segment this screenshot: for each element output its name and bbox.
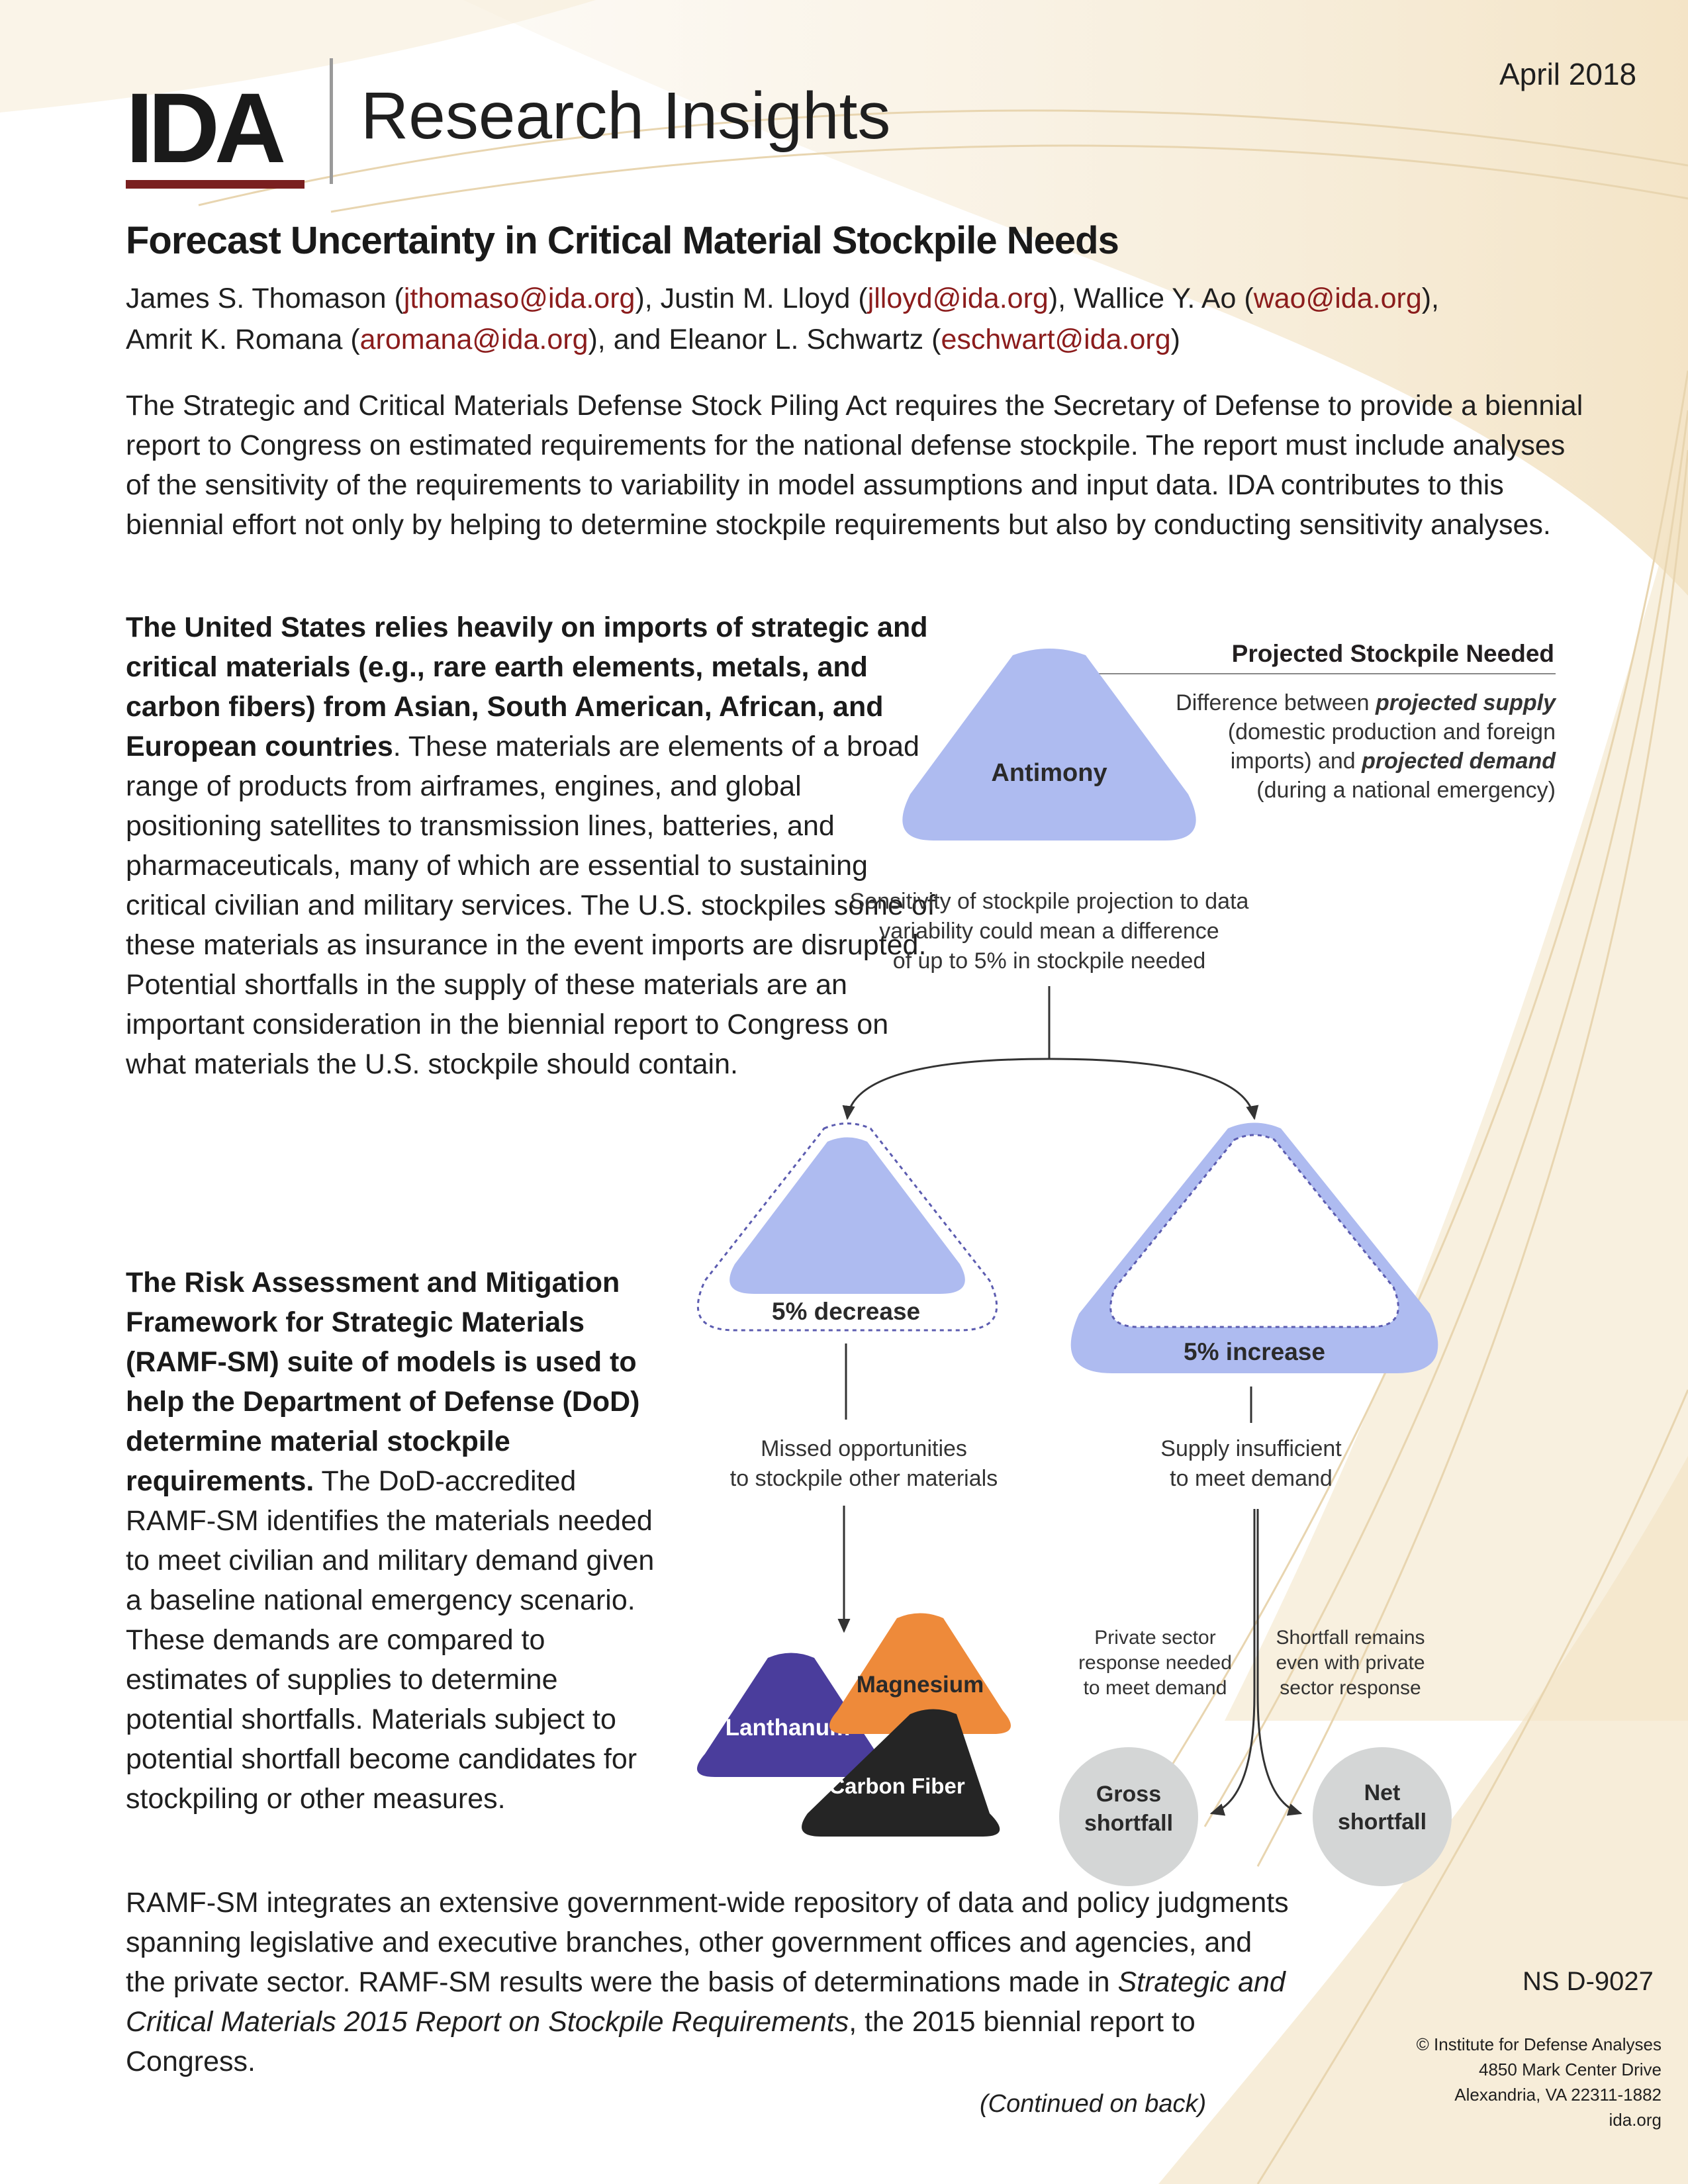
continued-note: (Continued on back) (980, 2090, 1207, 2118)
increase-label: 5% increase (1184, 1338, 1325, 1365)
document-code: NS D-9027 (1523, 1967, 1654, 1996)
report-title: Strategic and Critical Materials 2015 Re… (126, 1966, 1286, 2038)
sensitivity-text: variability could mean a difference (879, 919, 1219, 944)
magnesium-label: Magnesium (857, 1672, 984, 1698)
intro-paragraph: The Strategic and Critical Materials Def… (126, 390, 1583, 541)
address-line: © Institute for Defense Analyses (1416, 2034, 1662, 2054)
antimony-label: Antimony (991, 759, 1107, 787)
author-email-link[interactable]: wao@ida.org (1253, 283, 1422, 314)
series-title: Research Insights (361, 79, 891, 153)
decrease-label: 5% decrease (772, 1298, 920, 1325)
lanthanum-triangle (697, 1653, 885, 1777)
author-text: ), (1421, 283, 1440, 314)
net-shortfall-label: Net (1364, 1780, 1401, 1805)
net-arrow (1256, 1509, 1303, 1816)
address-line: 4850 Mark Center Drive (1479, 2060, 1662, 2079)
carbon-fiber-triangle (802, 1709, 1000, 1837)
author-text: ), Justin M. Lloyd ( (635, 283, 868, 314)
author-text: James S. Thomason ( (126, 283, 404, 314)
paragraph-lead: The Risk Assessment and Mitigation Frame… (126, 1267, 640, 1497)
legend-line: Difference between projected supply (1176, 690, 1557, 715)
legend-line: imports) and projected demand (1231, 749, 1556, 774)
website-link[interactable]: ida.org (1609, 2110, 1662, 2130)
sensitivity-text: of up to 5% in stockpile needed (893, 948, 1206, 974)
paragraph-text: RAMF-SM integrates an extensive governme… (126, 1887, 1289, 1998)
missed-text: to stockpile other materials (730, 1466, 998, 1491)
author-list: James S. Thomason (jthomaso@ida.org), Ju… (126, 278, 1549, 360)
body-paragraph-ramf: The Risk Assessment and Mitigation Frame… (126, 1263, 669, 1819)
shortfall-remains-text: sector response (1280, 1677, 1421, 1699)
publisher-address: © Institute for Defense Analyses 4850 Ma… (1377, 2032, 1662, 2132)
author-text: ), and Eleanor L. Schwartz ( (588, 324, 941, 355)
body-paragraph-integration: RAMF-SM integrates an extensive governme… (126, 1883, 1291, 2081)
author-text: ) (1170, 324, 1180, 355)
address-line: Alexandria, VA 22311-1882 (1454, 2085, 1662, 2105)
paragraph-text: . These materials are elements of a broa… (126, 731, 935, 1080)
net-shortfall-label: shortfall (1338, 1809, 1427, 1835)
gross-shortfall-circle (1059, 1747, 1198, 1886)
carbon-fiber-label: Carbon Fiber (829, 1774, 965, 1798)
legend-line: (domestic production and foreign (1228, 719, 1556, 745)
author-email-link[interactable]: jlloyd@ida.org (867, 283, 1049, 314)
net-shortfall-circle (1313, 1747, 1452, 1886)
article-title: Forecast Uncertainty in Critical Materia… (126, 219, 1119, 262)
antimony-triangle (902, 649, 1196, 841)
ida-logo: IDA (126, 78, 305, 189)
body-paragraph-imports: The United States relies heavily on impo… (126, 608, 940, 1084)
author-email-link[interactable]: jthomaso@ida.org (403, 283, 635, 314)
branch-arrow-right (1049, 1058, 1259, 1120)
logo-text: IDA (126, 72, 286, 183)
legend-title: Projected Stockpile Needed (1232, 640, 1554, 667)
author-text: Amrit K. Romana ( (126, 324, 360, 355)
gross-shortfall-label: Gross (1096, 1782, 1161, 1807)
private-sector-text: to meet demand (1084, 1677, 1227, 1699)
legend-line: (during a national emergency) (1256, 778, 1556, 803)
gross-shortfall-label: shortfall (1084, 1811, 1173, 1836)
logo-underline (126, 180, 305, 189)
private-sector-text: response needed (1078, 1652, 1232, 1674)
private-sector-text: Private sector (1094, 1627, 1215, 1649)
shortfall-remains-text: even with private (1276, 1652, 1425, 1674)
paragraph-text: The DoD-accredited RAMF-SM identifies th… (126, 1465, 655, 1815)
paragraph-lead: The United States relies heavily on impo… (126, 612, 928, 762)
header-divider (330, 58, 333, 184)
publication-date: April 2018 (1499, 57, 1637, 91)
supply-text: to meet demand (1170, 1466, 1333, 1491)
missed-text: Missed opportunities (761, 1436, 967, 1461)
author-email-link[interactable]: eschwart@ida.org (941, 324, 1171, 355)
magnesium-triangle (829, 1613, 1011, 1734)
lanthanum-label: Lanthanum (726, 1715, 851, 1741)
gross-arrow (1209, 1509, 1256, 1816)
decrease-triangle (729, 1137, 965, 1294)
author-text: ), Wallice Y. Ao ( (1048, 283, 1254, 314)
supply-text: Supply insufficient (1160, 1436, 1342, 1461)
branch-arrow-left (842, 1058, 1050, 1120)
shortfall-remains-text: Shortfall remains (1276, 1627, 1425, 1649)
author-email-link[interactable]: aromana@ida.org (359, 324, 588, 355)
paragraph-text: , the 2015 biennial report to Congress. (126, 2006, 1196, 2077)
sensitivity-text: Sensitivity of stockpile projection to d… (850, 889, 1249, 914)
increase-inner-outline (1109, 1134, 1399, 1328)
